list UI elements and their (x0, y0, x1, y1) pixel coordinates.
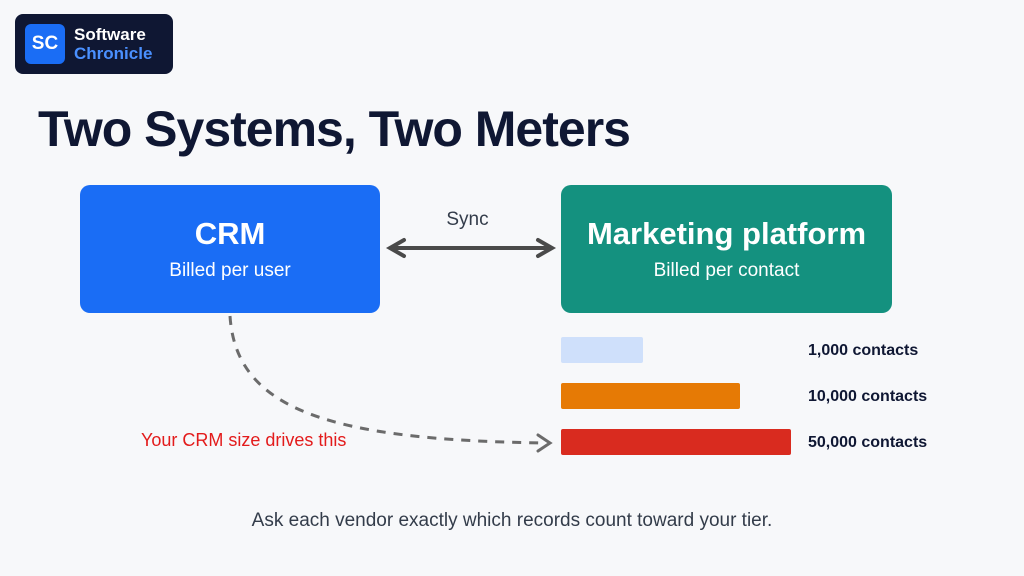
marketing-subtitle: Billed per contact (653, 260, 800, 281)
sync-label: Sync (446, 209, 489, 230)
tier-label-1000: 1,000 contacts (808, 342, 919, 359)
tier-bar-1000 (561, 337, 643, 363)
crm-title: CRM (194, 216, 266, 251)
logo-line-1: Software (74, 25, 146, 44)
crm-box: CRM Billed per user (80, 185, 380, 313)
sync-arrow (385, 238, 557, 258)
page-title: Two Systems, Two Meters (38, 101, 631, 157)
logo-wordmark: Software Chronicle (74, 25, 152, 63)
footer-caption: Ask each vendor exactly which records co… (251, 510, 773, 531)
crm-driver-note: Your CRM size drives this (141, 430, 347, 450)
marketing-platform-box: Marketing platform Billed per contact (561, 185, 892, 313)
dashed-driver-arrow (228, 315, 553, 453)
crm-subtitle: Billed per user (169, 260, 291, 281)
logo-line-2: Chronicle (74, 44, 153, 63)
logo-badge: SC (25, 24, 65, 64)
tier-label-50000: 50,000 contacts (808, 434, 928, 451)
tier-bar-50000 (561, 429, 791, 455)
tier-label-10000: 10,000 contacts (808, 388, 928, 405)
marketing-title: Marketing platform (586, 216, 867, 251)
tier-bar-10000 (561, 383, 740, 409)
brand-logo: SC Software Chronicle (15, 14, 173, 74)
